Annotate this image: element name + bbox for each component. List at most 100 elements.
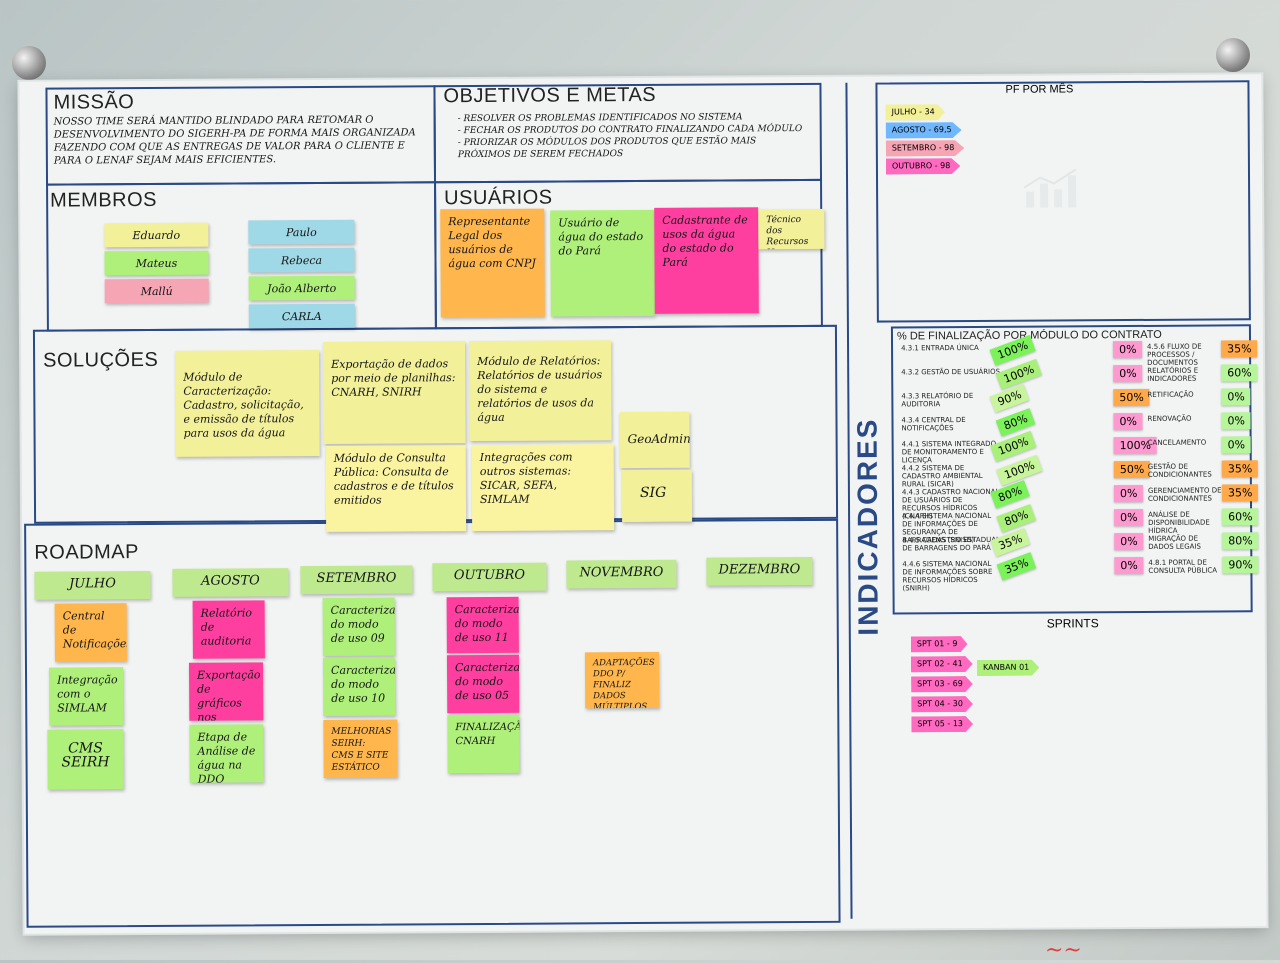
- percent-flag: 50%: [1113, 460, 1151, 479]
- sprint-flag: SPT 05 - 13: [911, 716, 973, 732]
- solution-note: Módulo de Consulta Pública: Consulta de …: [325, 445, 467, 532]
- roadmap-note: Etapa de Análise de água na DDO: [189, 724, 264, 783]
- module-label: 4.8.1 PORTAL DE CONSULTA PÚBLICA: [1148, 558, 1218, 575]
- month-label: JULHO: [34, 571, 151, 600]
- pf-flag: AGOSTO - 69,5: [886, 122, 962, 138]
- module-label: 4.4.2 SISTEMA DE CADASTRO AMBIENTAL RURA…: [901, 464, 983, 489]
- member-note: Mallú: [104, 278, 209, 304]
- module-label: 4.4.1 SISTEMA INTEGRADO DE MONITORAMENTO…: [901, 439, 997, 465]
- month-label: SETEMBRO: [300, 565, 413, 595]
- solution-note: Exportação de dados por meio de planilha…: [323, 341, 466, 444]
- solution-note: GeoAdmin: [619, 411, 690, 469]
- module-label: RELATÓRIOS E INDICADORES: [1147, 366, 1199, 383]
- roadmap-note: MELHORIAS SEIRH: CMS E SITE ESTÁTICO: [323, 719, 398, 778]
- member-note: Eduardo: [104, 222, 209, 248]
- user-note: Representante Legal dos usuários de água…: [440, 208, 545, 318]
- percent-flag: 0%: [1221, 412, 1252, 430]
- roadmap-note: Relatório de auditoria: [192, 600, 265, 659]
- module-label: 4.3.4 CENTRAL DE NOTIFICAÇÕES: [901, 416, 966, 433]
- mission-title: MISSÃO: [53, 91, 135, 114]
- module-label: 4.4.6 SISTEMA NACIONAL DE INFORMAÇÕES SO…: [902, 559, 993, 593]
- sprint-flag: SPT 04 - 30: [911, 696, 973, 712]
- sprint-flag: SPT 01 - 9: [911, 636, 968, 652]
- module-label: ANÁLISE DE DISPONIBILIDADE HÍDRICA: [1148, 510, 1210, 535]
- percent-flag: 90%: [1222, 556, 1259, 574]
- sprints-title: SPRINTS: [1046, 616, 1099, 631]
- pf-flag: JULHO - 34: [886, 104, 945, 120]
- indicators-title: INDICADORES: [851, 417, 884, 636]
- sprint-flag: SPT 02 - 41: [911, 656, 973, 672]
- module-label: GERENCIAMENTO DE CONDICIONANTES: [1147, 486, 1222, 503]
- module-label: 4.3.1 ENTRADA ÚNICA: [901, 343, 979, 353]
- member-note: Mateus: [104, 250, 209, 276]
- roadmap-note: Caracterização do modo de uso 05: [446, 654, 520, 714]
- percent-flag: 0%: [1113, 484, 1144, 503]
- percent-flag: 80%: [1222, 532, 1259, 550]
- member-note: CARLA: [248, 303, 355, 329]
- user-note: Usuário de água do estado do Pará: [550, 209, 655, 317]
- percent-flag: 0%: [1221, 388, 1251, 406]
- percent-flag: 0%: [1113, 412, 1144, 431]
- month-label: DEZEMBRO: [706, 556, 813, 586]
- percent-flag: 35%: [1221, 340, 1258, 358]
- objectives-title: OBJETIVOS E METAS: [443, 83, 657, 108]
- member-note: Rebeca: [248, 247, 355, 273]
- roadmap-note: FINALIZAÇÃO CNARH: [447, 714, 520, 774]
- pf-flag: SETEMBRO - 98: [886, 140, 965, 156]
- module-label: RETIFICAÇÃO: [1147, 390, 1194, 399]
- sprint-flag: SPT 03 - 69: [911, 676, 973, 692]
- month-label: OUTUBRO: [432, 562, 547, 592]
- roadmap-note: ADAPTAÇÕES DDO P/ FINALIZ DADOS MÚLTIPLO…: [584, 651, 660, 709]
- percent-flag: 60%: [1221, 364, 1258, 382]
- month-label: NOVEMBRO: [566, 559, 677, 589]
- roadmap-note: Caracterização do modo de uso 09: [322, 597, 395, 656]
- roadmap-note: Exportação de gráficos nos relatórios: [188, 662, 264, 721]
- pushpin-icon: [1216, 38, 1250, 72]
- percent-flag: 35%: [1221, 460, 1259, 478]
- percent-flag: 0%: [1114, 532, 1144, 551]
- solution-note: Módulo de Caracterização: Cadastro, soli…: [175, 349, 320, 457]
- kanban-flag: KANBAN 01: [977, 660, 1039, 676]
- solution-note: Módulo de Relatórios: Relatórios de usuá…: [469, 340, 612, 442]
- red-marker-scribble: ~~: [1045, 938, 1082, 963]
- roadmap-note: Integração com o SIMLAM: [48, 667, 124, 726]
- member-note: João Alberto: [248, 275, 355, 301]
- user-note: Cadastrante de usos da água do estado do…: [654, 207, 759, 314]
- percent-flag: 0%: [1114, 508, 1144, 527]
- member-note: Paulo: [248, 219, 355, 245]
- roadmap-note: Central de Notificações: [54, 603, 127, 662]
- roadmap-title: ROADMAP: [34, 541, 139, 564]
- objective-item: - PRIORIZAR OS MÓDULOS DOS PRODUTOS QUE …: [457, 136, 757, 161]
- members-title: MEMBROS: [50, 188, 158, 212]
- roadmap-note: Caracterização do modo de uso 11: [446, 596, 519, 654]
- user-note: Técnico dos Recursos H.: [758, 208, 825, 250]
- solution-note: Integrações com outros sistemas: SICAR, …: [471, 444, 615, 532]
- kanban-board: MISSÃO NOSSO TIME SERÁ MANTIDO BLINDADO …: [19, 74, 1267, 934]
- module-label: GESTÃO DE CONDICIONANTES: [1147, 462, 1212, 479]
- module-label: RENOVAÇÃO: [1147, 414, 1192, 423]
- percent-flag: 0%: [1221, 436, 1252, 454]
- module-label: CANCELAMENTO: [1147, 438, 1207, 447]
- pf-title: PF POR MÊS: [1005, 83, 1074, 96]
- module-label: 4.4.5 CADASTRO ESTADUAL DE BARRAGENS DO …: [902, 535, 1000, 553]
- percent-flag: 50%: [1113, 388, 1150, 407]
- module-label: 4.5.6 FLUXO DE PROCESSOS / DOCUMENTOS: [1147, 342, 1202, 367]
- roadmap-note: CMS SEIRH: [47, 729, 124, 790]
- bar-chart-icon: [1023, 168, 1077, 208]
- solutions-title: SOLUÇÕES: [43, 348, 159, 372]
- pf-flag: OUTUBRO - 98: [886, 158, 960, 174]
- percent-flag: 35%: [1221, 484, 1259, 502]
- module-label: MIGRAÇÃO DE DADOS LEGAIS: [1148, 534, 1201, 551]
- objectives-list: - RESOLVER OS PROBLEMAS IDENTIFICADOS NO…: [458, 111, 808, 161]
- mission-text: NOSSO TIME SERÁ MANTIDO BLINDADO PARA RE…: [53, 114, 416, 167]
- percent-flag: 0%: [1113, 340, 1143, 359]
- solution-note: SIG: [621, 469, 693, 523]
- percent-flag: 0%: [1113, 364, 1143, 383]
- percent-flag: 60%: [1222, 508, 1259, 526]
- module-label: 4.3.3 RELATÓRIO DE AUDITORIA: [901, 391, 974, 409]
- month-label: AGOSTO: [172, 568, 289, 597]
- module-label: 4.3.2 GESTÃO DE USUÁRIOS: [901, 367, 1001, 377]
- users-title: USUÁRIOS: [444, 186, 553, 210]
- roadmap-note: Caracterização do modo de uso 10: [322, 657, 396, 716]
- pushpin-icon: [12, 46, 46, 80]
